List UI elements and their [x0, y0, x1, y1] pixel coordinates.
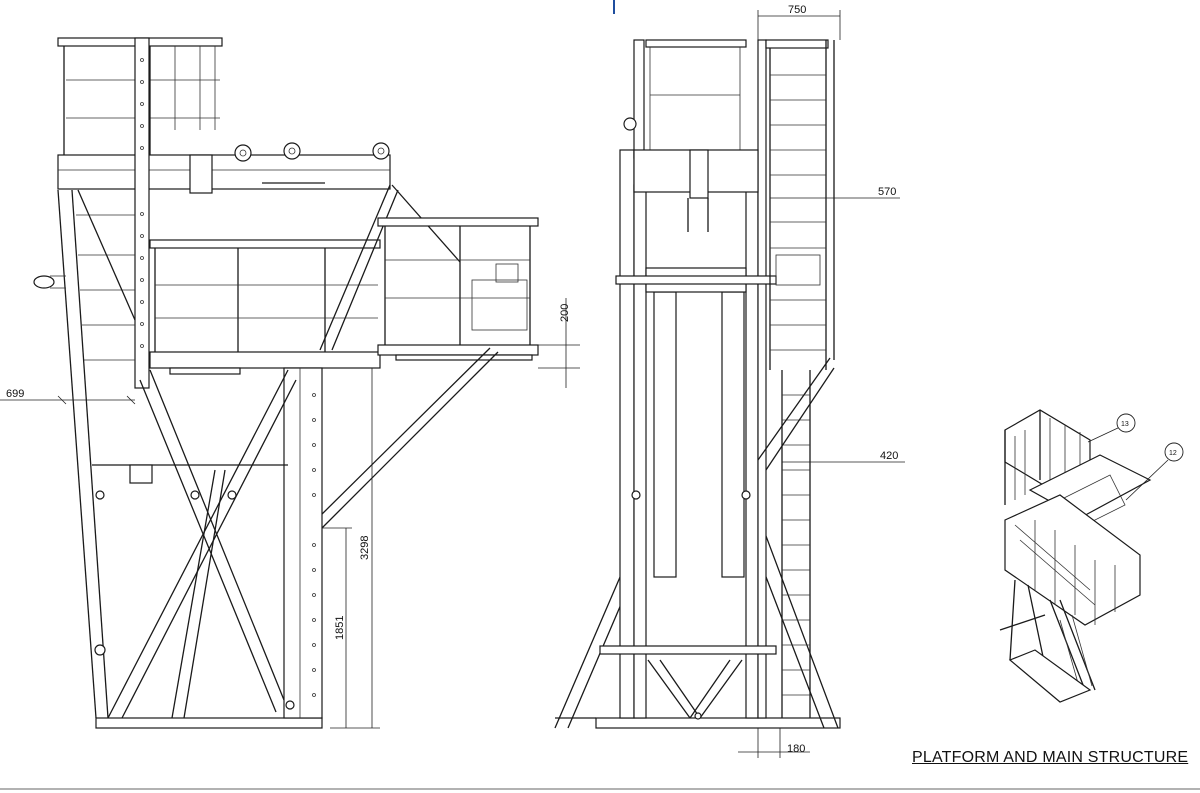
dim-3298: 3298 [359, 536, 371, 560]
side-view [33, 37, 539, 729]
dim-180: 180 [787, 743, 805, 755]
dim-200: 200 [559, 304, 571, 322]
side-base [95, 717, 323, 729]
isometric-view [999, 409, 1152, 703]
callout-balloons: 13 12 [1087, 413, 1184, 501]
drawing-title: PLATFORM AND MAIN STRUCTURE [912, 749, 1189, 766]
front-view-dimensions: 750 570 420 180 [738, 4, 905, 758]
dim-1851: 1851 [334, 616, 346, 640]
dim-750: 750 [788, 4, 806, 16]
side-view-dimensions: 699 200 3298 1851 [0, 298, 580, 729]
dim-420: 420 [880, 450, 898, 462]
balloon-13-label: 13 [1121, 421, 1129, 428]
front-view [554, 39, 841, 729]
dim-570: 570 [878, 186, 896, 198]
dim-699: 699 [6, 388, 24, 400]
balloon-12-label: 12 [1169, 450, 1177, 457]
balloon-12 [1164, 442, 1184, 462]
balloon-13 [1116, 413, 1136, 433]
